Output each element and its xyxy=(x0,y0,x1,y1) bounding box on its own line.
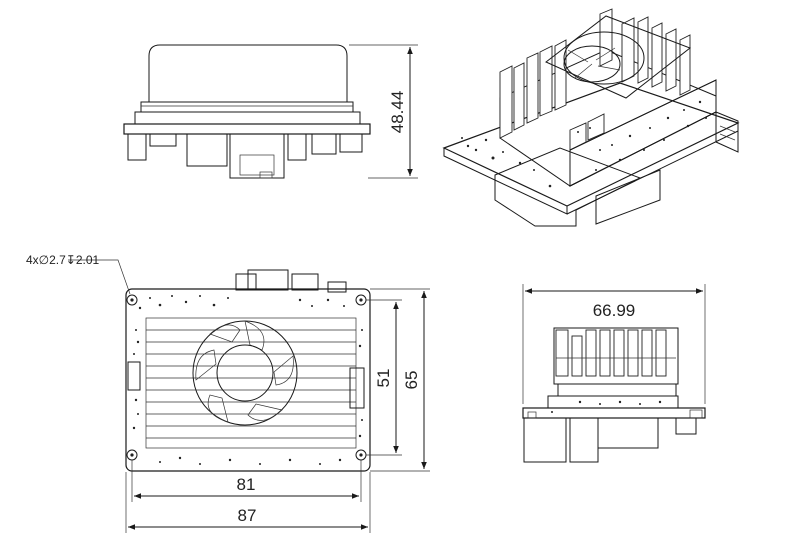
top-connector-4 xyxy=(327,281,347,293)
side-connector-g xyxy=(339,133,363,153)
top-view: 4x∅2.7↧2.01 51 65 81 87 xyxy=(26,253,430,533)
isometric-view xyxy=(442,8,740,227)
front-heatsink-fins xyxy=(555,329,676,377)
front-connector-a xyxy=(523,417,567,463)
height-dimension-label: 48.44 xyxy=(388,91,407,134)
hole-spacing-x-label: 81 xyxy=(237,475,256,494)
front-connector-b xyxy=(569,417,599,463)
iso-lower-module xyxy=(494,147,642,227)
top-fan xyxy=(192,320,298,426)
board-height-label: 65 xyxy=(402,371,421,390)
hole-spacing-y-label: 51 xyxy=(374,369,393,388)
hole-callout-leader xyxy=(68,259,131,295)
iso-heatsink-fins xyxy=(499,8,691,151)
side-connector-e xyxy=(287,133,307,161)
top-side-connector-left xyxy=(127,361,141,391)
iso-fan xyxy=(563,31,645,85)
front-heatsink-base xyxy=(557,383,677,397)
top-heatsink-fins xyxy=(145,317,357,449)
side-connector-f xyxy=(311,133,337,155)
top-pcb-outline xyxy=(125,288,371,472)
top-side-connector-right xyxy=(349,367,365,409)
side-connector-c xyxy=(186,133,228,167)
mounting-hole-tl xyxy=(126,294,138,306)
front-pcb xyxy=(522,407,706,419)
iso-header-pins xyxy=(715,111,739,153)
side-view: 48.44 xyxy=(123,44,418,179)
side-connector-d xyxy=(229,133,285,179)
top-connector-1 xyxy=(235,273,257,291)
side-connector-a xyxy=(127,133,147,161)
side-heatsink-shroud xyxy=(148,44,348,103)
top-connector-2 xyxy=(247,269,289,291)
front-connector-d xyxy=(675,417,697,435)
top-component-dots xyxy=(132,295,363,465)
iso-pcb xyxy=(442,82,740,207)
heatsink-width-label: 66.99 xyxy=(593,301,636,320)
front-connector-c xyxy=(597,417,659,449)
hole-callout-label: 4x∅2.7↧2.01 xyxy=(26,253,100,267)
board-width-label: 87 xyxy=(238,506,257,525)
side-pcb xyxy=(123,123,371,135)
iso-component-dots xyxy=(461,100,707,188)
top-connector-3 xyxy=(291,273,319,291)
fan-hub xyxy=(216,344,274,402)
front-view: 66.99 xyxy=(522,284,706,463)
side-heatsink-base xyxy=(140,101,354,113)
side-connector-b xyxy=(149,133,177,147)
